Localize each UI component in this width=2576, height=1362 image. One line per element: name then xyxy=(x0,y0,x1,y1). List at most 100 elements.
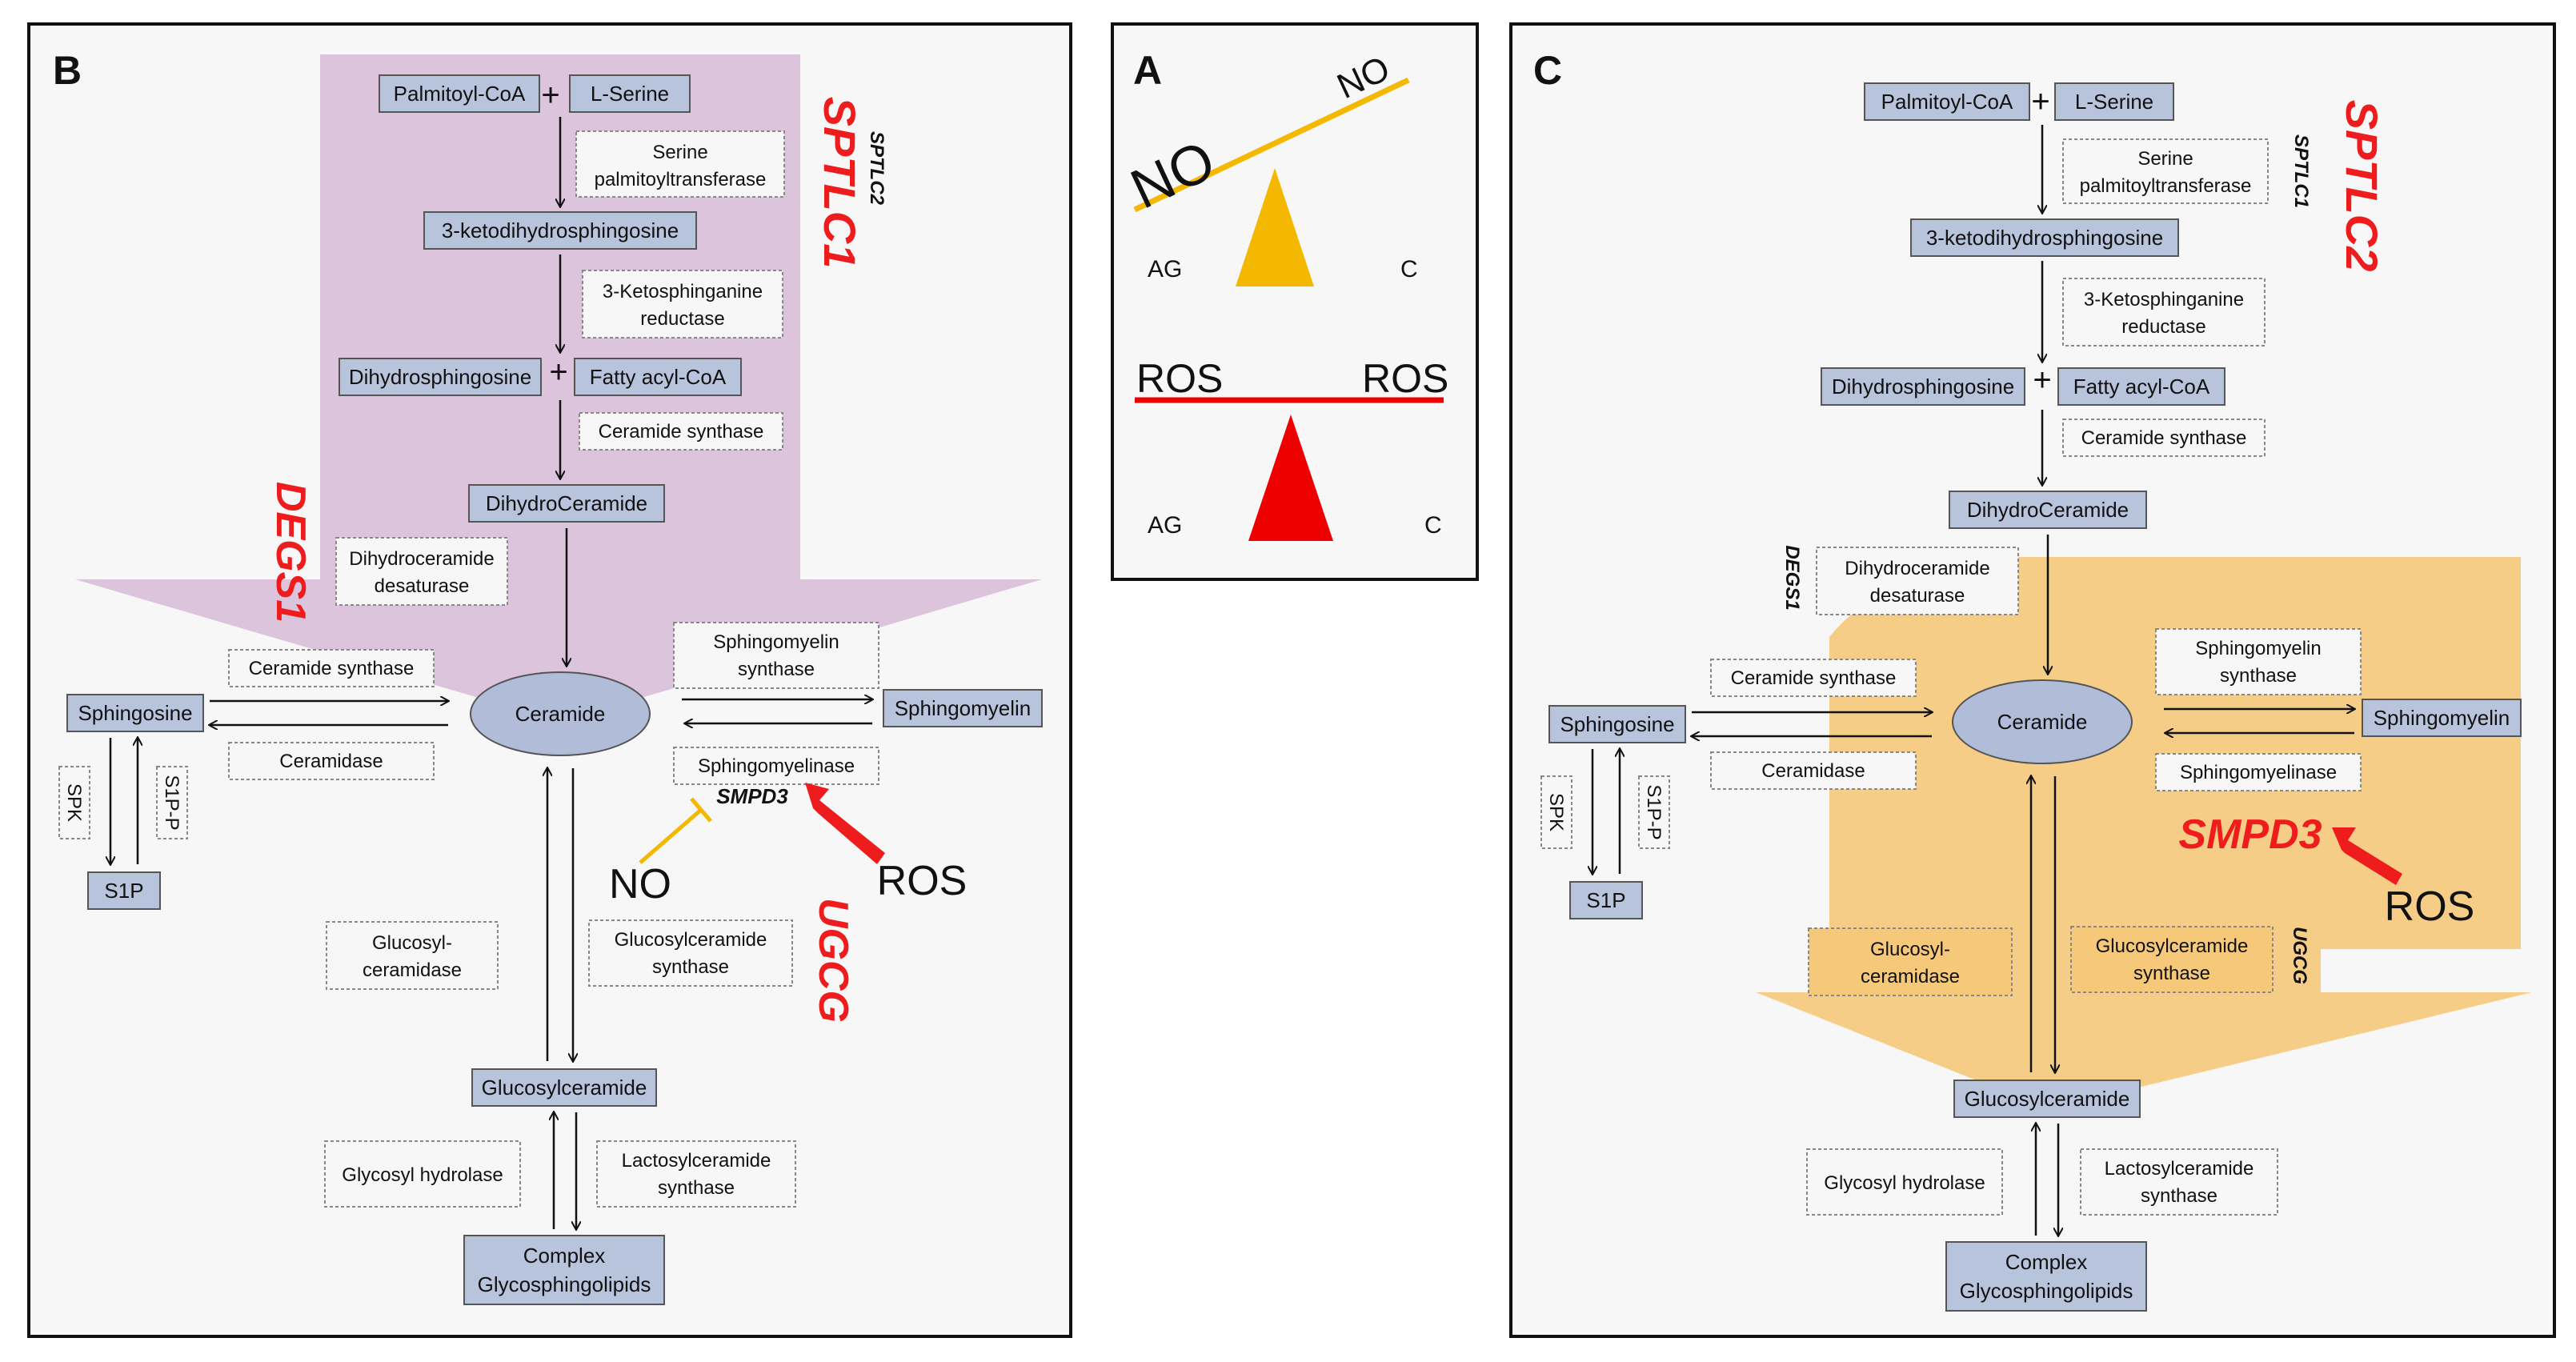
enzyme-serine-palmitoyltransferase xyxy=(575,130,785,198)
node-palmitoyl-coa xyxy=(1864,82,2030,121)
node-s1p xyxy=(87,871,161,910)
enzyme-gcs-line1: Glucosylceramide xyxy=(615,929,767,951)
enzyme-glycosyl-hydrolase xyxy=(324,1140,521,1208)
ros-activation-arrow xyxy=(805,783,885,864)
no-c-label: C xyxy=(1400,256,1418,282)
enzyme-des-line2: desaturase xyxy=(375,575,470,597)
no-balance-fulcrum xyxy=(1236,168,1314,286)
enzyme-ceramide-synthase-left xyxy=(228,649,435,687)
enzyme-sms-line1: Sphingomyelin xyxy=(2195,638,2321,659)
node-palmitoyl-coa-label: Palmitoyl-CoA xyxy=(394,82,526,106)
enzyme-spt-line1: Serine xyxy=(652,142,707,163)
panel-c-label: C xyxy=(1533,48,1562,93)
node-ceramide-label: Ceramide xyxy=(1997,710,2088,734)
ros-ag-label: AG xyxy=(1148,512,1182,539)
node-dihydrosphingosine-label: Dihydrosphingosine xyxy=(1832,375,2014,399)
enzyme-gh-label: Glycosyl hydrolase xyxy=(342,1164,503,1186)
no-balance-beam xyxy=(1133,77,1410,213)
enzyme-gcs-line2: synthase xyxy=(652,956,729,978)
enzyme-ceramidase xyxy=(1710,751,1917,790)
enzyme-gcd-line2: ceramidase xyxy=(1861,966,1960,987)
node-dihydroceramide xyxy=(1949,491,2147,529)
enzyme-glucosylceramidase xyxy=(1808,927,2013,996)
gene-degs1: DEGS1 xyxy=(1781,545,1803,610)
no-ag-label: AG xyxy=(1148,256,1182,282)
enzyme-sms-line2: synthase xyxy=(2220,665,2297,687)
node-l-serine xyxy=(2054,82,2174,121)
node-dihydrosphingosine xyxy=(1821,367,2025,406)
ros-balance-fulcrum xyxy=(1248,415,1333,541)
label-ros: ROS xyxy=(2385,883,2475,930)
enzyme-spk-label: SPK xyxy=(1545,793,1567,831)
gene-sptlc2: SPTLC2 xyxy=(866,131,887,206)
node-fatty-acyl-coa xyxy=(574,358,742,396)
node-sphingomyelin xyxy=(2362,699,2522,737)
enzyme-cs-left-label: Ceramide synthase xyxy=(249,658,415,679)
enzyme-gcd-line1: Glucosyl- xyxy=(372,932,452,954)
node-ketodihydrosphingosine-label: 3-ketodihydrosphingosine xyxy=(1926,226,2163,250)
node-ceramide xyxy=(1952,679,2133,764)
enzyme-s1p-p-label: S1P-P xyxy=(1643,784,1665,839)
enzyme-glucosylceramide-synthase xyxy=(2070,926,2274,993)
node-dihydroceramide-label: DihydroCeramide xyxy=(1967,498,2129,522)
gene-ugcg: UGCG xyxy=(810,898,856,1023)
enzyme-ksr-line2: reductase xyxy=(2121,316,2205,338)
enzyme-spk xyxy=(58,766,90,839)
gene-ugcg: UGCG xyxy=(2289,927,2310,984)
enzyme-sphingomyelin-synthase xyxy=(2155,628,2362,695)
node-ketodihydrosphingosine xyxy=(1910,218,2179,257)
node-ketodihydrosphingosine-label: 3-ketodihydrosphingosine xyxy=(442,218,679,242)
gene-degs1: DEGS1 xyxy=(267,482,314,623)
node-palmitoyl-coa-label: Palmitoyl-CoA xyxy=(1881,90,2013,114)
panel-b: B + + Palmitoyl-CoA L-Serine 3-ketodihyd… xyxy=(27,22,1072,1338)
node-dihydroceramide-label: DihydroCeramide xyxy=(486,491,647,515)
enzyme-sphingomyelin-synthase xyxy=(673,622,879,689)
enzyme-gcd-line2: ceramidase xyxy=(363,959,462,981)
panel-b-pathway-arrow xyxy=(75,54,1042,722)
enzyme-sphingomyelinase xyxy=(2155,753,2362,791)
node-sphingosine-label: Sphingosine xyxy=(1560,712,1674,736)
enzyme-dihydroceramide-desaturase xyxy=(1816,547,2019,615)
enzyme-gcs-line2: synthase xyxy=(2133,963,2210,984)
enzyme-des-line1: Dihydroceramide xyxy=(349,548,494,570)
enzyme-lactosylceramide-synthase xyxy=(596,1140,796,1208)
plus-sign: + xyxy=(2033,363,2051,398)
node-glucosylceramide-label: Glucosylceramide xyxy=(1965,1087,2130,1111)
node-fatty-acyl-coa-label: Fatty acyl-CoA xyxy=(2073,375,2210,399)
node-glycosphingolipids-label: Glycosphingolipids xyxy=(1960,1279,2133,1303)
enzyme-lcs-line2: synthase xyxy=(2141,1185,2217,1207)
node-s1p-label: S1P xyxy=(104,879,143,903)
enzyme-des-line2: desaturase xyxy=(1870,585,1965,607)
panel-a: A NO NO AG C ROS ROS AG C xyxy=(1111,22,1479,581)
ros-activation-arrow xyxy=(2332,827,2402,885)
node-fatty-acyl-coa-label: Fatty acyl-CoA xyxy=(590,365,727,389)
enzyme-ketosphinganine-reductase xyxy=(2062,278,2266,347)
node-complex-label: Complex xyxy=(2005,1250,2088,1274)
ros-c-label: C xyxy=(1424,512,1442,539)
node-s1p-label: S1P xyxy=(1586,888,1625,912)
enzyme-sphingomyelinase xyxy=(673,747,879,785)
enzyme-smase-label: Sphingomyelinase xyxy=(2180,762,2337,783)
gene-smpd3: SMPD3 xyxy=(716,784,788,808)
enzyme-lactosylceramide-synthase xyxy=(2080,1148,2278,1216)
node-ketodihydrosphingosine xyxy=(423,211,697,250)
node-sphingosine-label: Sphingosine xyxy=(78,701,192,725)
node-complex-glycosphingolipids xyxy=(1945,1241,2147,1312)
enzyme-ceramidase-label: Ceramidase xyxy=(279,751,383,772)
node-sphingomyelin xyxy=(883,689,1043,727)
enzyme-ceramide-synthase-top xyxy=(2062,419,2266,457)
enzyme-s1p-p xyxy=(1638,775,1670,849)
enzyme-spt-line1: Serine xyxy=(2137,148,2193,170)
enzyme-ksr-line1: 3-Ketosphinganine xyxy=(2084,289,2244,310)
panel-a-label: A xyxy=(1133,48,1162,93)
enzyme-dihydroceramide-desaturase xyxy=(335,537,508,606)
enzyme-ketosphinganine-reductase xyxy=(582,270,783,338)
node-l-serine-label: L-Serine xyxy=(2075,90,2153,114)
enzyme-lcs-line2: synthase xyxy=(658,1177,735,1199)
enzyme-gcd-line1: Glucosyl- xyxy=(1870,939,1950,960)
node-complex-label: Complex xyxy=(523,1244,606,1268)
node-dihydroceramide xyxy=(468,484,665,523)
enzyme-glucosylceramide-synthase xyxy=(588,919,793,987)
enzyme-s1p-p xyxy=(156,766,188,839)
